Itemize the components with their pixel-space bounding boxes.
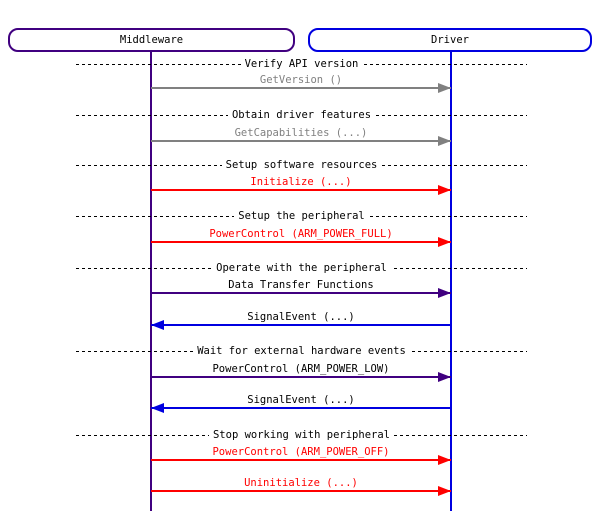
message-arrowhead-icon bbox=[438, 288, 451, 298]
message: Uninitialize (...) bbox=[151, 477, 451, 496]
message-label: Initialize (...) bbox=[250, 176, 352, 188]
message-line bbox=[151, 459, 451, 461]
message-label: PowerControl (ARM_POWER_LOW) bbox=[212, 363, 390, 375]
message-label: SignalEvent (...) bbox=[247, 394, 355, 406]
participant-driver: Driver bbox=[308, 28, 592, 52]
section-separator: Stop working with peripheral bbox=[76, 428, 527, 442]
message: PowerControl (ARM_POWER_LOW) bbox=[151, 363, 451, 382]
message-arrowhead-icon bbox=[151, 320, 164, 330]
message: Initialize (...) bbox=[151, 176, 451, 195]
message-label: Uninitialize (...) bbox=[244, 477, 358, 489]
message-arrowhead-icon bbox=[438, 136, 451, 146]
message-arrowhead-icon bbox=[438, 372, 451, 382]
message-arrowhead-icon bbox=[438, 455, 451, 465]
section-label: Operate with the peripheral bbox=[212, 261, 391, 275]
lifeline-driver bbox=[450, 52, 452, 511]
participant-middleware-label: Middleware bbox=[119, 34, 184, 46]
section-separator: Wait for external hardware events bbox=[76, 344, 527, 358]
message: PowerControl (ARM_POWER_OFF) bbox=[151, 446, 451, 465]
message: SignalEvent (...) bbox=[151, 311, 451, 330]
message-label: PowerControl (ARM_POWER_OFF) bbox=[212, 446, 390, 458]
message-line bbox=[151, 87, 451, 89]
message: GetCapabilities (...) bbox=[151, 127, 451, 146]
section-separator: Verify API version bbox=[76, 57, 527, 71]
section-separator: Obtain driver features bbox=[76, 108, 527, 122]
message-line bbox=[151, 407, 451, 409]
message: GetVersion () bbox=[151, 74, 451, 93]
message-line bbox=[151, 189, 451, 191]
message-label: SignalEvent (...) bbox=[247, 311, 355, 323]
message-arrowhead-icon bbox=[438, 185, 451, 195]
section-separator: Operate with the peripheral bbox=[76, 261, 527, 275]
message-line bbox=[151, 292, 451, 294]
message-arrowhead-icon bbox=[438, 83, 451, 93]
message-arrowhead-icon bbox=[438, 486, 451, 496]
section-label: Verify API version bbox=[240, 57, 363, 71]
participant-middleware: Middleware bbox=[8, 28, 295, 52]
message: PowerControl (ARM_POWER_FULL) bbox=[151, 228, 451, 247]
section-label: Obtain driver features bbox=[227, 108, 376, 122]
section-separator: Setup software resources bbox=[76, 158, 527, 172]
message-arrowhead-icon bbox=[151, 403, 164, 413]
message-line bbox=[151, 324, 451, 326]
message-line bbox=[151, 241, 451, 243]
section-label: Wait for external hardware events bbox=[193, 344, 410, 358]
message-line bbox=[151, 376, 451, 378]
message-label: Data Transfer Functions bbox=[228, 279, 374, 291]
message-label: PowerControl (ARM_POWER_FULL) bbox=[209, 228, 393, 240]
section-label: Stop working with peripheral bbox=[208, 428, 394, 442]
message-line bbox=[151, 140, 451, 142]
message-line bbox=[151, 490, 451, 492]
lifeline-middleware bbox=[150, 52, 152, 511]
section-separator: Setup the peripheral bbox=[76, 209, 527, 223]
message-label: GetVersion () bbox=[259, 74, 343, 86]
section-label: Setup software resources bbox=[221, 158, 382, 172]
message-label: GetCapabilities (...) bbox=[234, 127, 368, 139]
participant-driver-label: Driver bbox=[431, 34, 469, 46]
message: SignalEvent (...) bbox=[151, 394, 451, 413]
message: Data Transfer Functions bbox=[151, 279, 451, 298]
section-label: Setup the peripheral bbox=[234, 209, 369, 223]
message-arrowhead-icon bbox=[438, 237, 451, 247]
